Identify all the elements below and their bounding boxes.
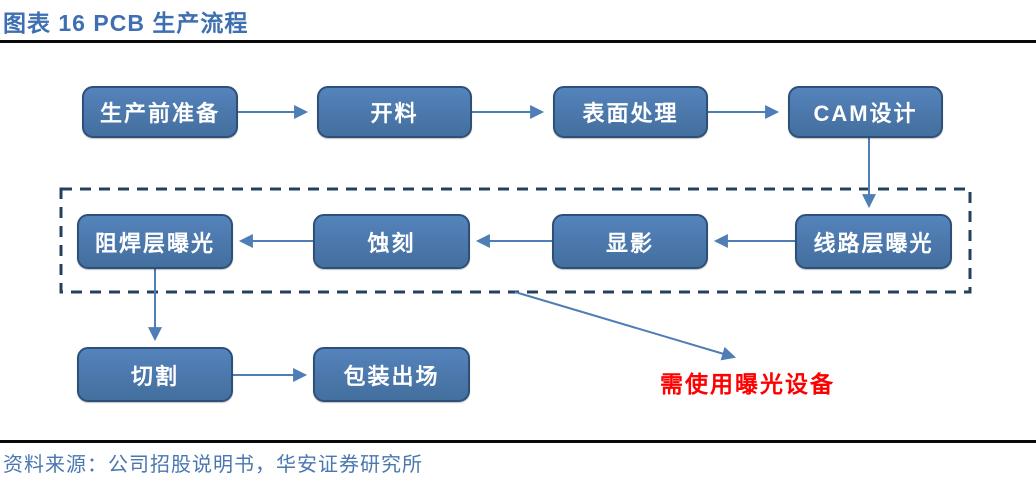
title-divider — [0, 40, 1036, 43]
flow-node-cam-design: CAM设计 — [788, 86, 943, 138]
flow-node-etching: 蚀刻 — [313, 214, 470, 269]
exposure-equipment-note: 需使用曝光设备 — [660, 371, 835, 397]
flow-node-solder-exposure: 阻焊层曝光 — [77, 214, 233, 269]
flowchart-canvas: 生产前准备 开料 表面处理 CAM设计 阻焊层曝光 蚀刻 显影 线路层曝光 切割… — [0, 43, 1036, 438]
flow-node-surface: 表面处理 — [553, 86, 708, 138]
flow-node-cutting: 切割 — [77, 347, 233, 402]
source-note: 资料来源：公司招股说明书，华安证券研究所 — [3, 454, 423, 476]
figure-title: 图表 16 PCB 生产流程 — [3, 10, 249, 36]
flowchart-connectors — [59, 105, 972, 382]
flow-node-prep: 生产前准备 — [82, 86, 238, 138]
flow-node-cut-material: 开料 — [317, 86, 472, 138]
arrow-region-to-annotation — [514, 291, 737, 361]
flow-node-packaging: 包装出场 — [313, 347, 470, 402]
flow-node-developing: 显影 — [552, 214, 708, 269]
footer-divider — [0, 440, 1036, 443]
flow-node-circuit-exposure: 线路层曝光 — [795, 214, 952, 269]
